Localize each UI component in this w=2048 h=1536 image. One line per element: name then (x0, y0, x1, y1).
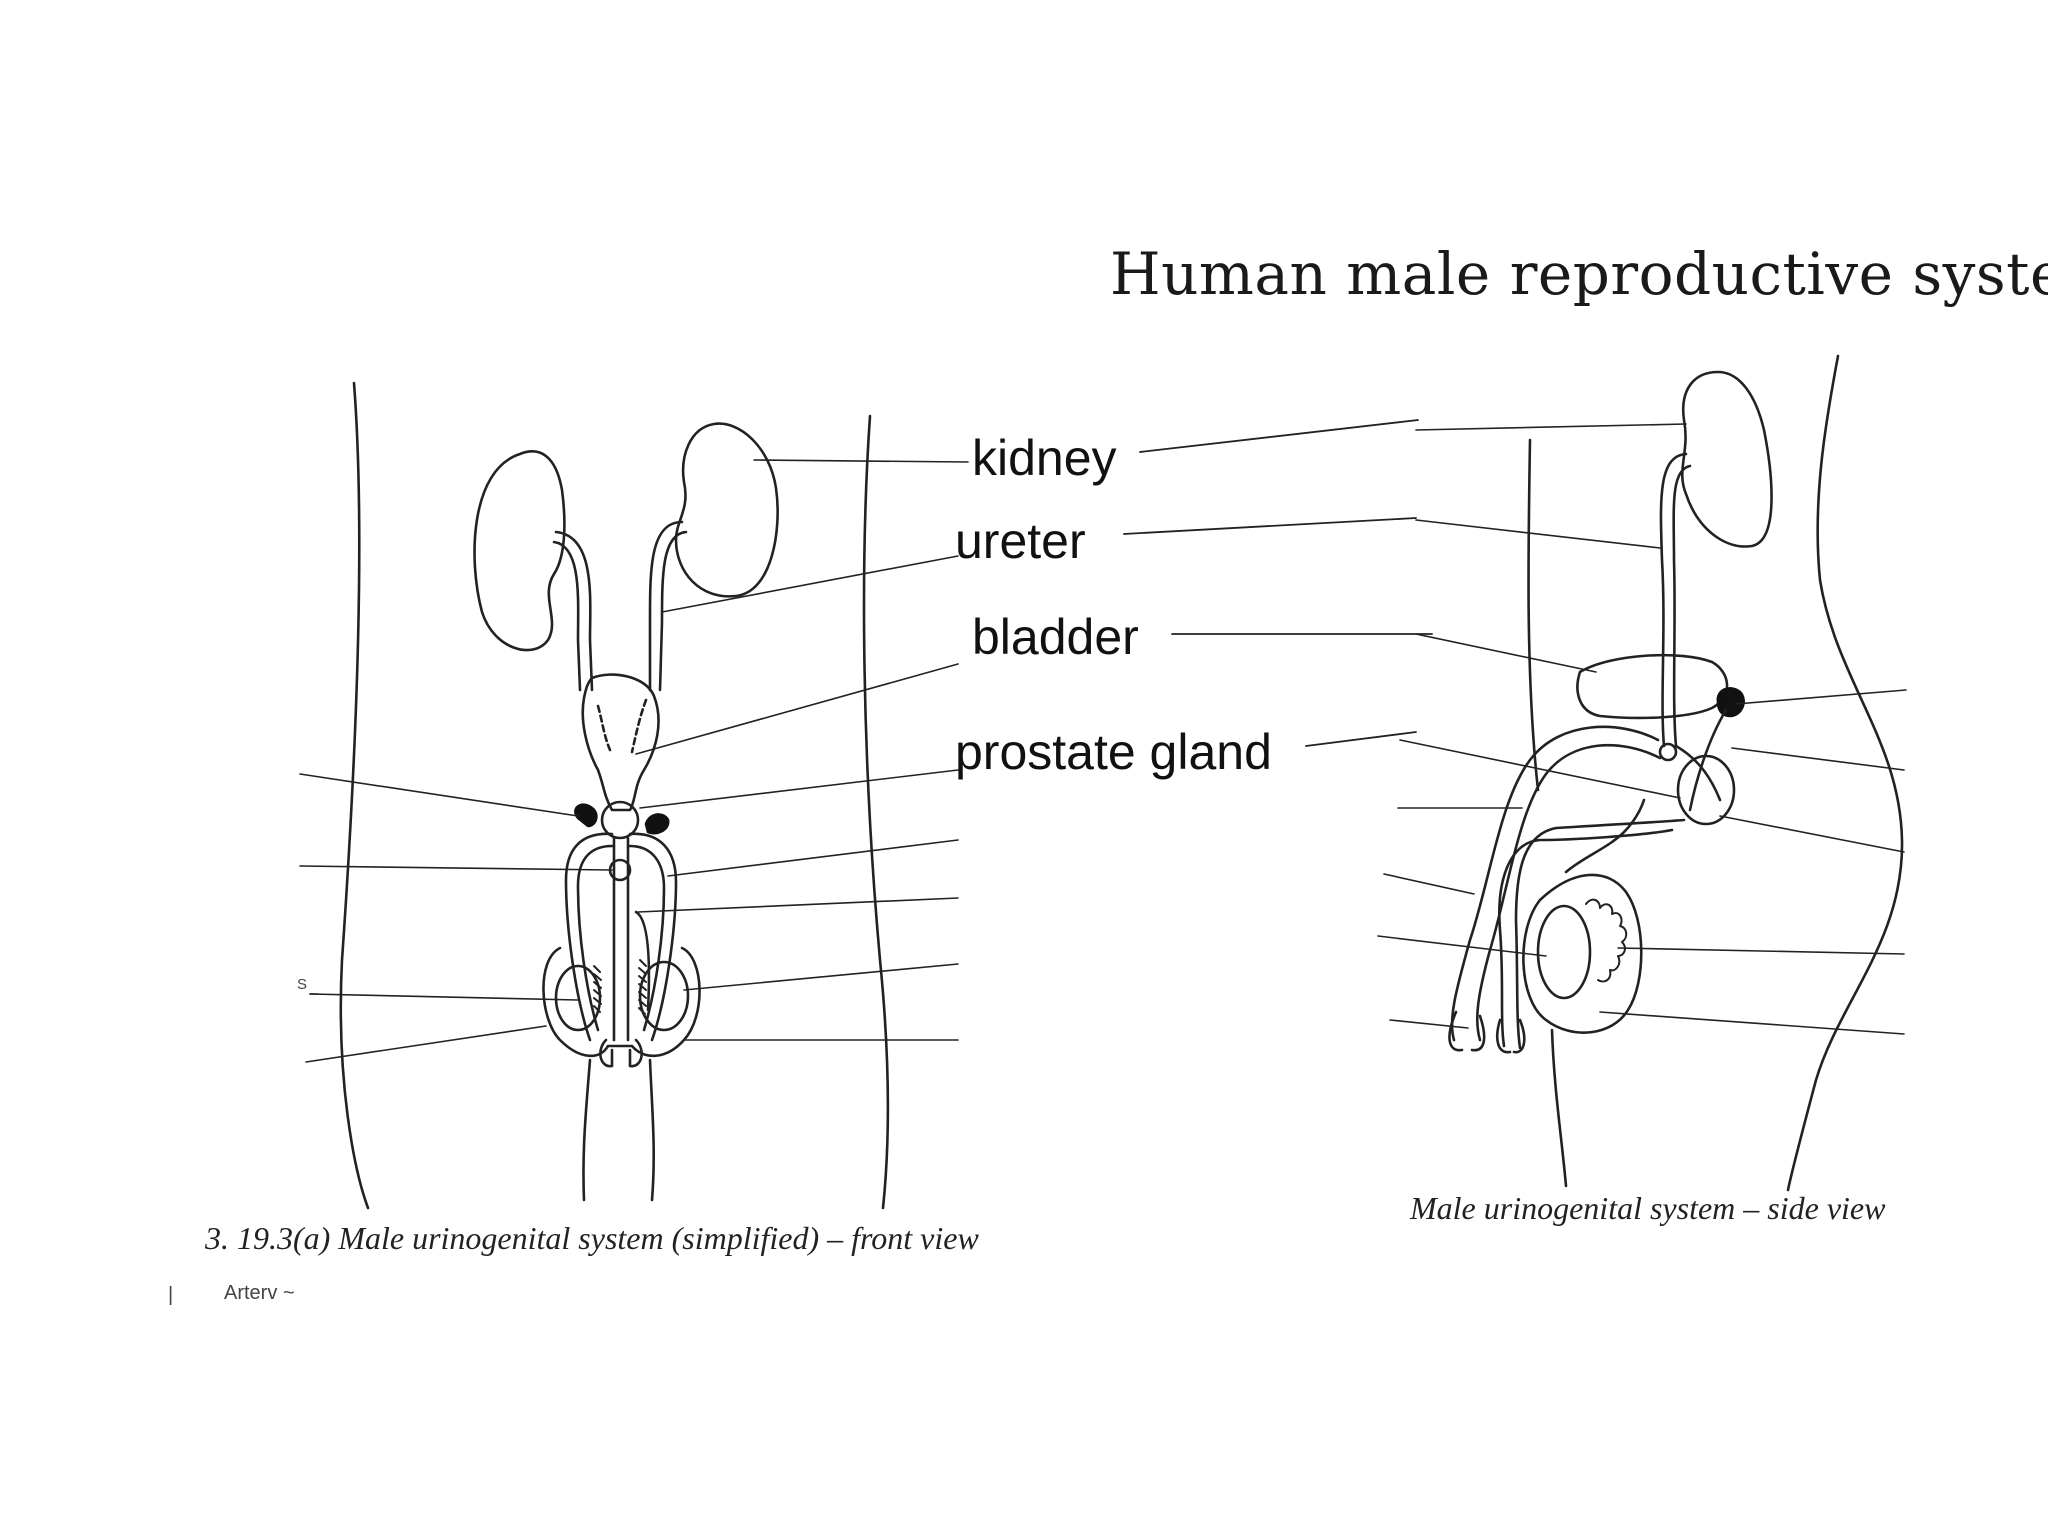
side-ureter-outer (1659, 452, 1688, 748)
front-right-vas-deferens (628, 832, 678, 1042)
side-prostate (1676, 754, 1736, 826)
front-right-ureter-inner (658, 530, 688, 692)
side-ureter-inner (1672, 464, 1692, 748)
side-duct-b (1688, 708, 1728, 812)
label-line-prostate (1305, 731, 1417, 747)
front-scrotum (542, 946, 701, 1058)
side-vas-loop-2 (1514, 818, 1686, 1050)
side-thigh-front (1550, 1028, 1568, 1188)
front-right-leg (648, 1058, 656, 1202)
caption-side-view: Male urinogenital system – side view (1410, 1190, 1886, 1226)
front-right-ureter-outer (648, 520, 684, 692)
front-left-testis (554, 964, 602, 1032)
leader-side-r4 (1617, 947, 1905, 955)
side-vas-loop (1498, 828, 1674, 1048)
front-body-left-outline (339, 381, 370, 1210)
margin-bar: | (168, 1284, 174, 1306)
leader-front-l4 (305, 1025, 547, 1063)
leader-side-l3 (1377, 935, 1547, 957)
leader-side-r3 (1719, 815, 1905, 853)
front-view-drawing (339, 381, 890, 1210)
front-right-seminal-vesicle (644, 813, 670, 835)
leader-prostate-side (1399, 739, 1681, 799)
leader-front-l2 (299, 865, 613, 871)
label-ureter: ureter (955, 513, 1086, 569)
front-bladder (581, 673, 660, 812)
side-body-back (1786, 354, 1904, 1192)
side-epididymis (1585, 898, 1628, 983)
label-bladder: bladder (972, 609, 1139, 665)
front-inner-duct (634, 910, 651, 1012)
leader-side-r1 (1735, 689, 1907, 705)
side-kidney (1680, 370, 1773, 548)
side-urethra-lower (1475, 743, 1662, 1042)
artery-note: Arterv ~ (224, 1282, 295, 1304)
leader-side-l4 (1389, 1019, 1469, 1029)
front-bladder-inner-left (596, 704, 612, 752)
label-line-kidney (1139, 419, 1419, 453)
page-title: Human male reproductive system (1110, 240, 2048, 308)
side-urethra-upper (1450, 725, 1660, 1042)
side-seminal-vesicle (1716, 687, 1745, 718)
label-kidney: kidney (972, 430, 1117, 486)
front-right-vas-deferens-2 (628, 844, 666, 1032)
front-right-kidney (674, 422, 779, 598)
front-body-right-outline (862, 414, 890, 1210)
leader-front-r2 (637, 897, 959, 913)
side-body-front (1527, 438, 1540, 792)
front-right-epididymis (638, 959, 647, 1015)
leader-prostate-front (639, 769, 959, 809)
caption-front-view: 3. 19.3(a) Male urinogenital system (sim… (205, 1220, 979, 1256)
side-testis (1536, 904, 1592, 1000)
label-prostate-gland: prostate gland (955, 724, 1272, 780)
front-leader-lines (299, 459, 969, 1063)
side-glans (1448, 1010, 1526, 1054)
leader-ureter-front (661, 555, 959, 613)
side-vas-to-testis (1564, 798, 1646, 874)
leader-kidney-front (753, 459, 969, 463)
leader-front-r3 (683, 963, 959, 991)
leader-side-r5 (1599, 1011, 1905, 1035)
leader-front-r1 (667, 839, 959, 877)
front-left-leg (582, 1058, 592, 1202)
front-glans (599, 1038, 643, 1068)
leader-side-l2 (1383, 873, 1475, 895)
front-left-seminal-vesicle (574, 803, 598, 828)
side-bladder (1576, 653, 1729, 720)
leader-bladder-front (635, 663, 959, 755)
front-right-testis (638, 960, 690, 1032)
front-left-vas-deferens (564, 832, 614, 1042)
leader-front-l1 (299, 773, 579, 817)
side-scrotum (1522, 873, 1643, 1034)
leader-bladder-side (1415, 633, 1597, 673)
leader-ureter-side (1415, 519, 1661, 549)
leader-front-l3 (309, 993, 579, 1001)
side-duct-a (1674, 744, 1722, 802)
front-left-kidney (473, 450, 566, 652)
front-left-ureter-outer (552, 540, 582, 692)
leader-kidney-side (1415, 423, 1687, 431)
front-left-vas-deferens-2 (576, 844, 614, 1032)
front-left-ureter-inner (554, 530, 594, 692)
front-left-epididymis (593, 965, 602, 1013)
label-leader-lines (1123, 419, 1433, 747)
front-prostate (600, 800, 640, 840)
label-line-ureter (1123, 517, 1417, 535)
side-prostate-inner (1658, 742, 1678, 762)
side-leader-lines (1377, 423, 1907, 1035)
side-view-drawing (1448, 354, 1904, 1192)
leader-side-r2 (1731, 747, 1905, 771)
front-bladder-inner-right (630, 698, 648, 754)
s-marker-label: S (297, 976, 308, 993)
